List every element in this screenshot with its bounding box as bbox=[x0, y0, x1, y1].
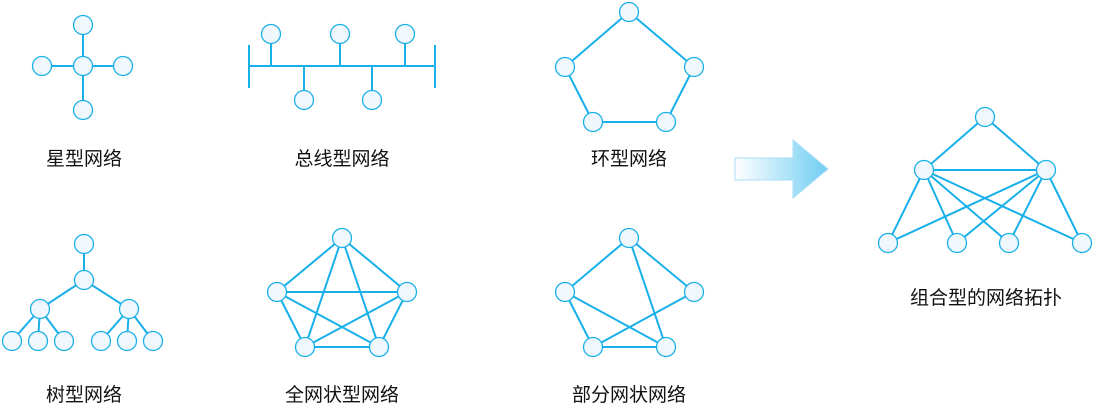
partial-mesh-node bbox=[655, 336, 677, 358]
combined-node bbox=[1071, 232, 1093, 254]
partial-mesh-link bbox=[592, 291, 695, 348]
star-node bbox=[72, 55, 94, 77]
combined-link bbox=[887, 169, 925, 244]
partial-mesh-node bbox=[554, 281, 576, 303]
tree-node bbox=[118, 298, 140, 320]
right-arrow-icon bbox=[734, 138, 829, 200]
ring-node bbox=[655, 111, 677, 133]
tree-node bbox=[142, 330, 164, 352]
full-mesh-node bbox=[294, 336, 316, 358]
ring-node bbox=[618, 1, 640, 23]
full-mesh-node bbox=[331, 227, 353, 249]
combined-node bbox=[913, 159, 935, 181]
ring-link bbox=[665, 66, 695, 123]
partial-mesh-link bbox=[564, 237, 630, 293]
combined-link bbox=[984, 116, 1047, 171]
ring-node bbox=[554, 56, 576, 78]
bus-node bbox=[329, 23, 351, 45]
bus-node bbox=[394, 23, 416, 45]
full-mesh-link bbox=[276, 291, 306, 348]
partial-mesh-link bbox=[564, 291, 667, 348]
partial-mesh-node bbox=[683, 281, 705, 303]
combined-node bbox=[946, 232, 968, 254]
partial-mesh-link bbox=[628, 237, 667, 348]
label-ring-network: 环型网络 bbox=[590, 148, 668, 170]
bus-node bbox=[293, 89, 315, 111]
star-node bbox=[31, 55, 53, 77]
tree-node bbox=[90, 330, 112, 352]
ring-link bbox=[564, 66, 594, 123]
partial-mesh-link bbox=[564, 291, 594, 348]
star-node bbox=[112, 55, 134, 77]
tree-node bbox=[73, 269, 95, 291]
full-mesh-node bbox=[396, 281, 418, 303]
full-mesh-link bbox=[276, 237, 343, 293]
combined-node bbox=[974, 106, 996, 128]
ring-link bbox=[628, 11, 695, 68]
full-mesh-node bbox=[368, 336, 390, 358]
combined-node bbox=[877, 232, 899, 254]
tree-node bbox=[116, 330, 138, 352]
bus-node bbox=[361, 89, 383, 111]
combined-link bbox=[923, 116, 986, 171]
label-partial-mesh-network: 部分网状网络 bbox=[571, 384, 687, 406]
tree-node bbox=[73, 233, 95, 255]
combined-link bbox=[923, 169, 958, 244]
label-combined-topology: 组合型的网络拓扑 bbox=[909, 287, 1063, 309]
bus-node bbox=[260, 23, 282, 45]
star-node bbox=[72, 99, 94, 121]
ring-node bbox=[582, 111, 604, 133]
partial-mesh-node bbox=[582, 336, 604, 358]
label-tree-network: 树型网络 bbox=[45, 384, 123, 406]
full-mesh-link bbox=[378, 291, 408, 348]
partial-mesh-link bbox=[628, 237, 695, 293]
combined-node bbox=[1035, 159, 1057, 181]
label-star-network: 星型网络 bbox=[45, 148, 123, 170]
combined-link bbox=[1045, 169, 1083, 244]
combined-link bbox=[1008, 169, 1047, 244]
combined-link bbox=[887, 169, 1047, 244]
combined-link bbox=[956, 169, 1047, 244]
ring-node bbox=[683, 56, 705, 78]
ring-link bbox=[564, 11, 630, 68]
full-mesh-node bbox=[266, 281, 288, 303]
tree-node bbox=[53, 330, 75, 352]
star-node bbox=[72, 14, 94, 36]
combined-node bbox=[998, 232, 1020, 254]
full-mesh-link bbox=[341, 237, 408, 293]
tree-node bbox=[27, 330, 49, 352]
full-mesh-link bbox=[276, 291, 380, 348]
full-mesh-link bbox=[304, 291, 408, 348]
label-full-mesh-network: 全网状型网络 bbox=[284, 384, 400, 406]
tree-node bbox=[29, 298, 51, 320]
label-bus-network: 总线型网络 bbox=[294, 148, 390, 170]
tree-node bbox=[1, 330, 23, 352]
partial-mesh-node bbox=[618, 227, 640, 249]
